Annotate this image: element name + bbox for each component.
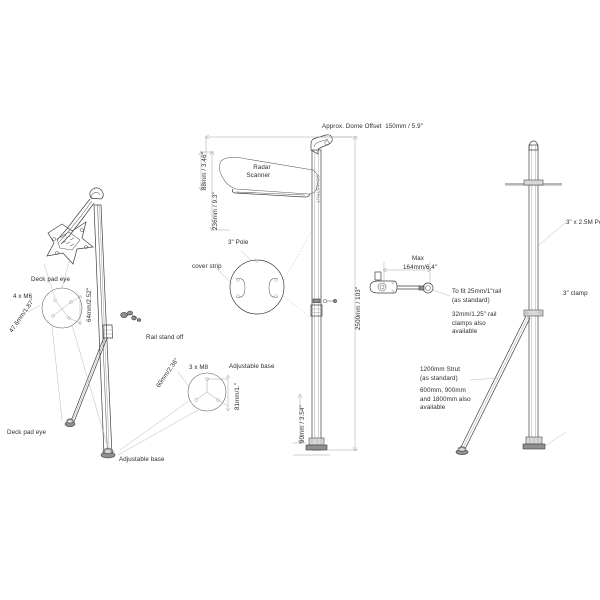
label-dim-64mm: 64mm/2.52": [86, 287, 93, 322]
rail-stand-off-detail: [369, 262, 451, 297]
right-strut-clamp: [523, 309, 544, 317]
label-radar-scanner: Radar Scanner: [246, 156, 271, 189]
deck-pad-eye-plate-top: [46, 221, 94, 265]
deck-pad-eye-bottom-fitting: [64, 418, 76, 427]
label-max-value: 164mm/6.4": [403, 264, 438, 271]
left-adjustable-base: [100, 448, 116, 459]
label-pole-3-inch: 3" Pole: [228, 239, 249, 246]
label-deck-pad-eye-top: Deck pad eye: [31, 276, 71, 283]
label-rail-fit: To fit 25mm/1"rail (as standard): [452, 288, 502, 304]
label-adjustable-base-main: Adjustable base: [119, 456, 165, 463]
label-max: Max: [412, 255, 424, 262]
label-rail-stand-off: Rail stand off: [146, 334, 184, 341]
label-dim-88mm: 88mm / 3.46": [201, 152, 208, 190]
center-adjustable-base: [305, 437, 328, 451]
label-3-inch-clamp: 3" clamp: [563, 290, 588, 297]
center-rail-fitting: [312, 298, 337, 303]
pole-cross-section-detail: [215, 231, 312, 319]
rail-stand-off-fitting: [120, 310, 142, 322]
label-cover-strip: cover strip: [192, 263, 222, 270]
label-dim-236mm: 236mm / 9.3": [212, 192, 219, 230]
right-assembly: [455, 140, 567, 455]
svg-text:SCANSTRUT: SCANSTRUT: [316, 175, 321, 203]
radar-scanner-line1: Radar Scanner: [246, 164, 271, 180]
label-pole-2-5m: 3" x 2.5M Pole: [566, 219, 600, 226]
label-dim-81mm: 81mm/1.": [234, 382, 241, 410]
center-pole-collar: [310, 304, 323, 317]
label-dim-90mm: 90mm / 3.54": [299, 405, 306, 443]
left-assembly: [46, 187, 142, 459]
label-strut-options: 600mm, 900mm and 1800mm also available: [420, 387, 471, 412]
label-dome-offset: Approx. Dome Offset 150mm / 5.9": [322, 123, 423, 130]
right-upper-clamp: [523, 179, 544, 186]
center-assembly: SCANSTRUT: [198, 134, 358, 456]
label-4-x-m6: 4 x M6: [13, 293, 33, 300]
label-3-x-m8: 3 x M8: [189, 364, 209, 371]
label-deck-pad-eye-bottom: Deck pad eye: [7, 429, 47, 436]
label-strut-standard: 1200mm Strut (as standard): [420, 366, 461, 382]
label-rail-clamps: 32mm/1.25" rail clamps also available: [452, 311, 497, 336]
right-pole-base: [522, 436, 546, 450]
label-dim-2500mm: 2500mm / 103": [355, 286, 362, 330]
adjustable-base-detail: [117, 371, 231, 456]
deck-pad-eye-detail: [27, 257, 109, 449]
label-adjustable-base-detail: Adjustable base: [229, 363, 275, 370]
strut-foot: [455, 446, 469, 455]
